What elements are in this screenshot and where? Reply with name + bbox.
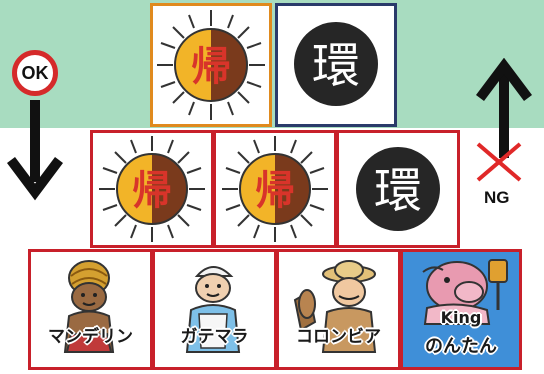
svg-text:環: 環 — [312, 38, 360, 94]
cross-mark-icon — [476, 142, 522, 182]
guatemala-character-icon — [185, 266, 241, 353]
sun-kaeru-icon: 帰 — [222, 136, 328, 242]
svg-text:環: 環 — [374, 163, 422, 219]
mandheling-character-icon — [63, 260, 115, 353]
tile-kaeru-top[interactable]: 帰 — [150, 3, 272, 127]
tile-kaeru-middle-center[interactable]: 帰 — [213, 130, 337, 248]
card-caption: コロンビア — [296, 327, 381, 347]
colombia-character-icon — [293, 260, 377, 353]
card-caption-line-1: King — [440, 308, 482, 327]
ok-badge: OK — [12, 50, 58, 96]
tile-kan-middle-right[interactable]: 環 — [336, 130, 460, 248]
svg-text:帰: 帰 — [132, 168, 172, 214]
card-colombia[interactable]: コロンビア — [276, 249, 401, 370]
card-mandheling[interactable]: マンデリン — [28, 249, 153, 370]
kan-disc-icon: 環 — [356, 147, 440, 231]
arrow-up-icon — [476, 58, 532, 158]
card-caption: マンデリン — [48, 327, 133, 347]
svg-text:帰: 帰 — [191, 44, 231, 90]
top-green-band — [0, 0, 544, 128]
card-guatemala[interactable]: ガテマラ — [152, 249, 277, 370]
card-caption-line-2: のんたん — [425, 336, 497, 357]
kan-disc-icon: 環 — [294, 22, 378, 106]
svg-text:帰: 帰 — [255, 168, 295, 214]
sun-kaeru-icon: 帰 — [99, 136, 205, 242]
arrow-down-icon — [7, 100, 63, 201]
ng-label: NG — [484, 188, 510, 207]
sun-kaeru-icon: 帰 — [157, 10, 265, 120]
tile-kan-top[interactable]: 環 — [275, 3, 397, 127]
tile-kaeru-middle-left[interactable]: 帰 — [90, 130, 214, 248]
king-nontan-character-icon — [422, 259, 508, 325]
card-caption: ガテマラ — [180, 327, 249, 347]
card-king-nontan[interactable]: King のんたん — [400, 249, 522, 370]
